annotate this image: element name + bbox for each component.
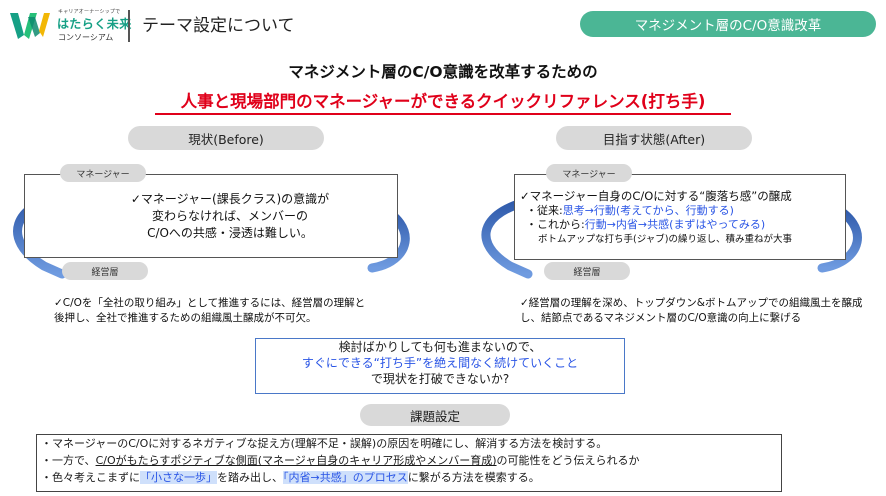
issue-item-2: ・一方で、C/Oがもたらすポジティブな側面(マネージャ自身のキャリア形成やメンバ… <box>37 452 781 469</box>
vv-logo-icon <box>10 13 50 39</box>
after-line-2-prefix: ・従来: <box>526 204 563 217</box>
issue-item-3: ・色々考えこまずに「小さな一歩」を踏み出し、「内省→共感」のプロセスに繋がる方法… <box>37 469 781 486</box>
issue-item-1: ・マネージャーのC/Oに対するネガティブな捉え方(理解不足・誤解)の原因を明確に… <box>41 437 608 450</box>
center-line-1: 検討ばかりしても何も進まないので、 <box>338 340 542 354</box>
after-line-3-highlight: 行動→内省→共感(まずはやってみる) <box>584 218 766 231</box>
before-label: 現状(Before) <box>128 126 324 150</box>
before-line: C/Oへの共感・浸透は難しい。 <box>147 226 313 240</box>
after-line-3: ・これから:行動→内省→共感(まずはやってみる) <box>526 218 765 232</box>
issue-3-middle: を踏み出し、 <box>217 471 283 484</box>
header-divider <box>128 10 130 42</box>
before-exec-note: ✓C/Oを「全社の取り組み」として推進するには、経営層の理解と後押し、全社で推進… <box>54 297 366 324</box>
before-manager-text: ✓マネージャー(課長クラス)の意識が 変わらなければ、メンバーの C/Oへの共感… <box>80 191 380 242</box>
after-box <box>514 174 846 260</box>
logo-tagline: キャリアオーナーシップで <box>58 9 121 15</box>
topic-badge: マネジメント層のC/O意識改革 <box>580 11 876 37</box>
page-title: テーマ設定について <box>142 16 295 36</box>
after-line-2: ・従来:思考→行動(考えてから、行動する) <box>526 204 734 218</box>
issues-box: ・マネージャーのC/Oに対するネガティブな捉え方(理解不足・誤解)の原因を明確に… <box>36 434 782 492</box>
after-line-4: ボトムアップな打ち手(ジャブ)の繰り返し、積み重ねが大事 <box>538 234 792 245</box>
main-subtitle: 人事と現場部門のマネージャーができるクイックリファレンス(打ち手) <box>180 92 706 111</box>
after-manager-label: マネージャー <box>546 164 632 182</box>
issue-2-suffix: の可能性をどう伝えられるか <box>496 454 640 467</box>
before-line: ✓マネージャー(課長クラス)の意識が <box>130 192 330 206</box>
after-line-3-prefix: ・これから: <box>526 218 585 231</box>
center-line-3: で現状を打破できないか? <box>370 372 510 386</box>
after-line-1: ✓マネージャー自身のC/Oに対する“腹落ち感”の醸成 <box>520 189 792 203</box>
main-title: マネジメント層のC/O意識を改革するための <box>288 63 598 81</box>
center-line-2: すぐにできる“打ち手”を絶え間なく続けていくこと <box>301 356 579 370</box>
subtitle-underline <box>155 113 731 115</box>
issue-2-underlined: C/Oがもたらすポジティブな側面(マネージャ自身のキャリア形成やメンバー育成) <box>95 454 497 467</box>
logo-name: はたらく未来 <box>57 17 132 31</box>
issue-3-highlight-1: 「小さな一歩」 <box>140 471 217 484</box>
before-box <box>24 174 398 258</box>
issue-3-prefix: ・色々考えこまずに <box>41 471 140 484</box>
issue-3-highlight-2: 「内省→共感」のプロセス <box>283 471 408 484</box>
after-exec-note: ✓経営層の理解を深め、トップダウン&ボトムアップでの組織風土を醸成し、結節点であ… <box>520 297 863 324</box>
before-line: 変わらなければ、メンバーの <box>151 209 308 223</box>
logo-subtitle: コンソーシアム <box>58 33 114 42</box>
after-label: 目指す状態(After) <box>556 126 752 150</box>
after-exec-label: 経営層 <box>544 262 630 280</box>
issue-3-suffix: に繋がる方法を模索する。 <box>407 471 540 484</box>
issue-2-prefix: ・一方で、 <box>41 454 96 467</box>
before-manager-label: マネージャー <box>60 164 146 182</box>
center-callout: 検討ばかりしても何も進まないので、 すぐにできる“打ち手”を絶え間なく続けていく… <box>255 338 625 394</box>
issues-label: 課題設定 <box>360 404 510 426</box>
before-exec-label: 経営層 <box>62 262 148 280</box>
after-line-2-highlight: 思考→行動(考えてから、行動する) <box>562 204 734 217</box>
